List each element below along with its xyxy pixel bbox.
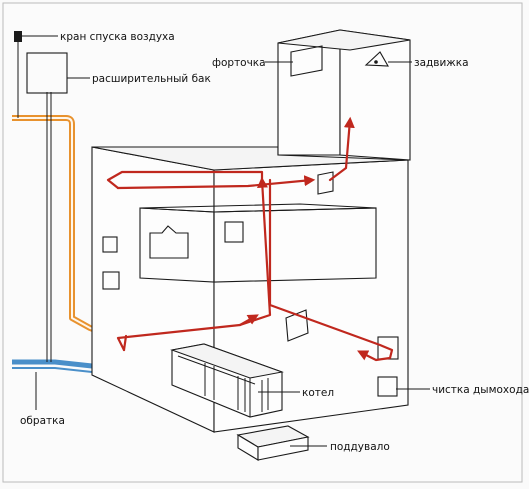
- label-expansion-tank: расширительный бак: [92, 73, 211, 85]
- front-door-upper: [102, 236, 118, 253]
- boiler: [170, 343, 284, 418]
- label-return-line: обратка: [20, 415, 65, 427]
- ash-pit: [236, 425, 310, 461]
- middle-door: [285, 309, 309, 342]
- chimney-cleaning-door: [377, 376, 398, 397]
- vent-window: [290, 45, 323, 77]
- leader-lines: [22, 35, 430, 447]
- expansion-tank: [26, 52, 68, 94]
- chimney: [277, 29, 411, 161]
- damper: [364, 51, 389, 67]
- air-valve: [14, 31, 22, 42]
- oven-niche: [139, 203, 377, 283]
- label-vent-window: форточка: [212, 57, 266, 69]
- stove-body: [91, 146, 409, 433]
- hot-gas-flow-arrows: [106, 116, 394, 362]
- supply-pipe: [12, 115, 180, 365]
- front-door-lower: [102, 271, 120, 290]
- tank-riser-pipes: [17, 40, 52, 362]
- label-damper: задвижка: [414, 57, 469, 69]
- label-chimney-cleaning: чистка дымохода: [432, 384, 529, 396]
- flue-door: [317, 171, 334, 195]
- label-boiler: котел: [302, 387, 334, 399]
- label-air-valve: кран спуска воздуха: [60, 31, 175, 43]
- label-ash-pit: поддувало: [330, 441, 390, 453]
